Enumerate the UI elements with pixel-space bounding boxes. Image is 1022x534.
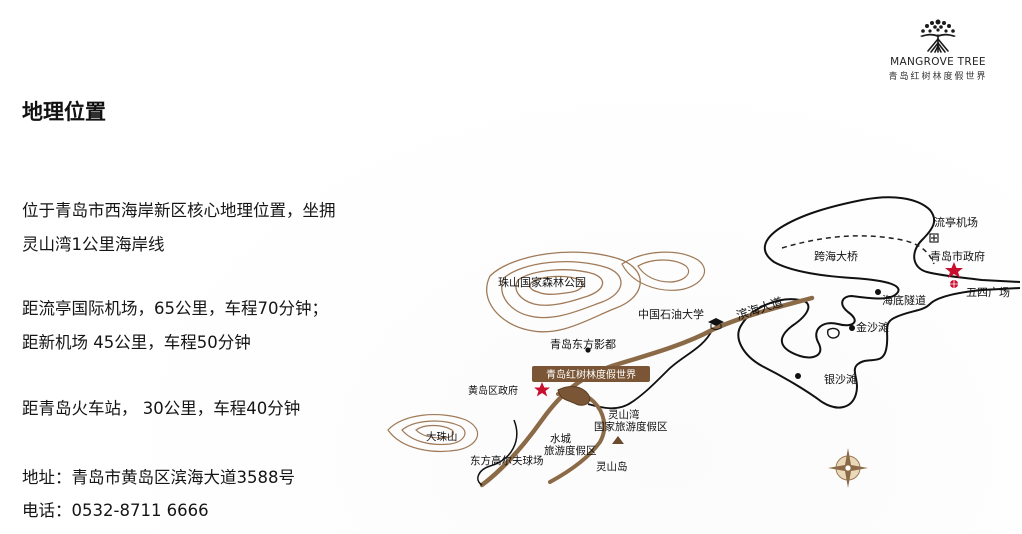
may-fourth-square-icon	[950, 280, 958, 288]
page-title: 地理位置	[22, 100, 106, 124]
liuting-airport-marker	[929, 233, 939, 243]
phone-text: 电话：0532-8711 6666	[22, 501, 209, 520]
huangdao-gov-label: 黄岛区政府	[468, 384, 518, 397]
huangdao-gov-star-icon	[534, 382, 550, 397]
coastline	[737, 196, 1020, 409]
lingshan-island-label: 灵山岛	[596, 460, 628, 473]
undersea-tunnel-dot	[875, 289, 881, 295]
silver-beach-dot	[795, 373, 801, 379]
china-petroleum-univ-label: 中国石油大学	[638, 307, 704, 321]
east-hill-contours	[621, 251, 706, 291]
liuting-airport-label: 流亭机场	[934, 215, 978, 229]
oriental-golf-label: 东方高尔夫球场	[470, 454, 544, 467]
university-icon	[708, 318, 724, 330]
compass-icon	[828, 448, 868, 488]
logo-name-cn: 青岛红树林度假世界	[888, 72, 988, 82]
distance-new-airport: 距新机场 45公里，车程50分钟	[22, 333, 251, 352]
dazhushan-contours	[387, 413, 479, 452]
undersea-tunnel-label: 海底隧道	[882, 293, 926, 307]
oriental-movie-city-label: 青岛东方影都	[550, 337, 616, 351]
brand-logo: MANGROVE TREE 青岛红树林度假世界	[868, 18, 1008, 82]
silver-beach-label: 银沙滩	[824, 372, 857, 386]
resort-label-box	[532, 366, 650, 382]
may-fourth-square-label: 五四广场	[966, 285, 1010, 299]
shuicheng-label-1: 水城	[550, 433, 571, 445]
bay-bridge-label: 跨海大桥	[814, 249, 858, 263]
coastline-west	[587, 329, 713, 410]
movie-city-dot	[585, 347, 591, 353]
qingdao-gov-label: 青岛市政府	[930, 249, 985, 263]
qingdao-gov-star-icon	[945, 262, 963, 278]
zhushan-contours	[486, 251, 641, 333]
distance-liuting-airport: 距流亭国际机场，65公里，车程70分钟；	[22, 299, 328, 318]
golden-beach-dot	[849, 325, 855, 331]
bay-bridge-line	[781, 235, 935, 265]
logo-name-en: MANGROVE TREE	[890, 56, 986, 68]
binhai-avenue-label: 滨海大道	[734, 294, 784, 323]
distance-train-station: 距青岛火车站， 30公里，车程40分钟	[22, 399, 301, 418]
west-road	[477, 419, 518, 486]
lingshan-island-icon	[612, 436, 624, 444]
mangrove-tree-icon	[920, 19, 956, 53]
lingshan-bay-label-2: 国家旅游度假区	[594, 420, 668, 433]
resort-label: 青岛红树林度假世界	[546, 368, 636, 381]
golden-beach-label: 金沙滩	[856, 320, 889, 334]
dazhushan-label: 大珠山	[426, 430, 458, 443]
shuicheng-label-2: 旅游度假区	[544, 444, 597, 457]
location-map: 青岛红树林度假世界 流亭机场 青岛市政府 五四广场 海底隧道 跨海大桥 金沙滩 …	[387, 196, 1020, 488]
lingshan-bay-label-1: 灵山湾	[608, 408, 640, 421]
lingshan-bay-coast	[557, 386, 591, 406]
intro-line-1: 位于青岛市西海岸新区核心地理位置，坐拥	[22, 201, 336, 220]
address-text: 地址：青岛市黄岛区滨海大道3588号	[22, 468, 295, 487]
zhushan-forest-park-label: 珠山国家森林公园	[498, 275, 586, 289]
binhai-avenue-road	[479, 295, 815, 488]
intro-line-2: 灵山湾1公里海岸线	[22, 235, 165, 254]
island	[826, 327, 840, 339]
